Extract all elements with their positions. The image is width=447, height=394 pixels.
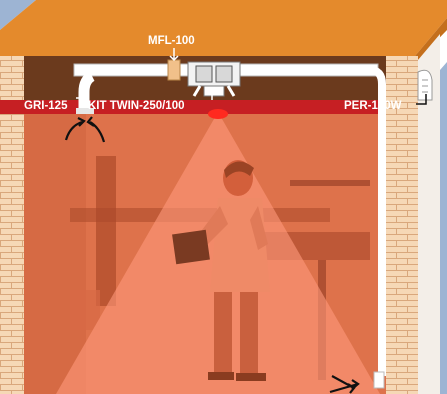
twin-fan-unit [188,62,240,96]
wall-shelf [290,180,370,186]
heater-lamp [208,109,228,119]
roof [0,0,447,56]
cabinet [70,290,100,330]
outside-wall-cap [418,70,432,100]
shelf-unit [96,156,116,306]
kit-label: KIT TWIN-250/100 [88,101,185,113]
floor-outlet [374,372,384,388]
sensor-label: PER-100W [344,101,402,113]
grille-label: GRI-125 [24,101,67,113]
mfl-label: MFL-100 [148,36,195,48]
sky-strip-right [440,62,447,394]
mfl-valve [168,60,180,80]
